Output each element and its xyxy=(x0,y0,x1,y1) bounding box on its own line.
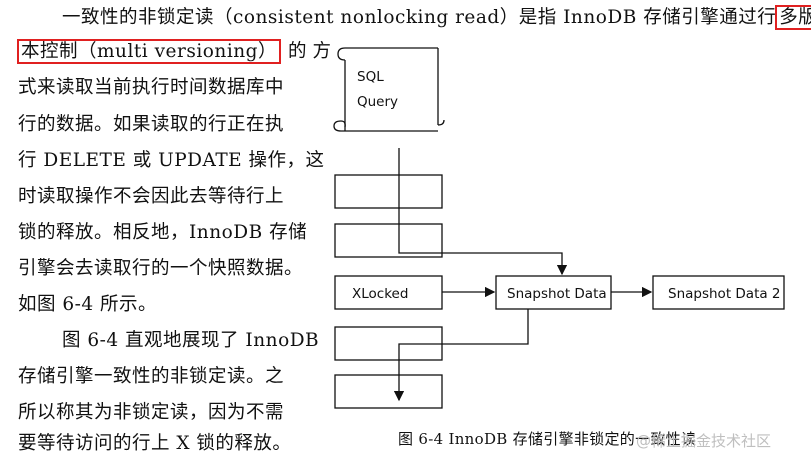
query-to-snapshot-arrow xyxy=(398,148,568,276)
text-line-9: 如图 6-4 所示。 xyxy=(18,294,158,315)
highlight-box-2: 本控制（multi versioning） xyxy=(17,39,281,64)
text-line-2-tail: 的方 xyxy=(288,41,338,62)
text-line-11: 存储引擎一致性的非锁定读。之 xyxy=(18,366,285,387)
text-line-3: 式来读取当前执行时间数据库中 xyxy=(18,77,285,98)
sql-query-scroll xyxy=(333,47,445,132)
text-line-1: 一致性的非锁定读（consistent nonlocking read）是指 I… xyxy=(62,5,811,30)
highlight-box-1: 多版 xyxy=(775,5,811,30)
xlocked-label: XLocked xyxy=(352,286,408,302)
snapshot-label: Snapshot Data xyxy=(507,286,607,302)
text-line-5: 行 DELETE 或 UPDATE 操作，这 xyxy=(18,150,325,171)
row-box-1 xyxy=(334,174,443,209)
query-label: Query xyxy=(357,94,398,110)
text-line-12: 所以称其为非锁定读，因为不需 xyxy=(18,402,285,423)
text-line-1-main: 一致性的非锁定读（consistent nonlocking read）是指 I… xyxy=(62,7,777,28)
snapshot-return-arrow xyxy=(393,309,529,402)
text-line-4: 行的数据。如果读取的行正在执 xyxy=(18,114,285,135)
snapshot2-box xyxy=(652,275,785,310)
text-line-2: 本控制（multi versioning） 的方 xyxy=(17,39,338,64)
text-line-13: 要等待访问的行上 X 锁的释放。 xyxy=(18,433,292,454)
text-line-8: 引擎会去读取行的一个快照数据。 xyxy=(18,258,304,279)
sql-label: SQL xyxy=(357,69,384,85)
text-line-7: 锁的释放。相反地，InnoDB 存储 xyxy=(18,222,308,243)
row-box-5 xyxy=(334,374,443,409)
row-box-2 xyxy=(334,223,443,258)
snapshot2-label: Snapshot Data 2 xyxy=(668,286,781,302)
figure-caption: 图 6-4 InnoDB 存储引擎非锁定的一致性读 xyxy=(398,430,697,448)
text-line-6: 时读取操作不会因此去等待行上 xyxy=(18,186,285,207)
watermark: @稀土掘金技术社区 xyxy=(636,432,772,450)
text-line-10: 图 6-4 直观地展现了 InnoDB xyxy=(62,330,320,351)
